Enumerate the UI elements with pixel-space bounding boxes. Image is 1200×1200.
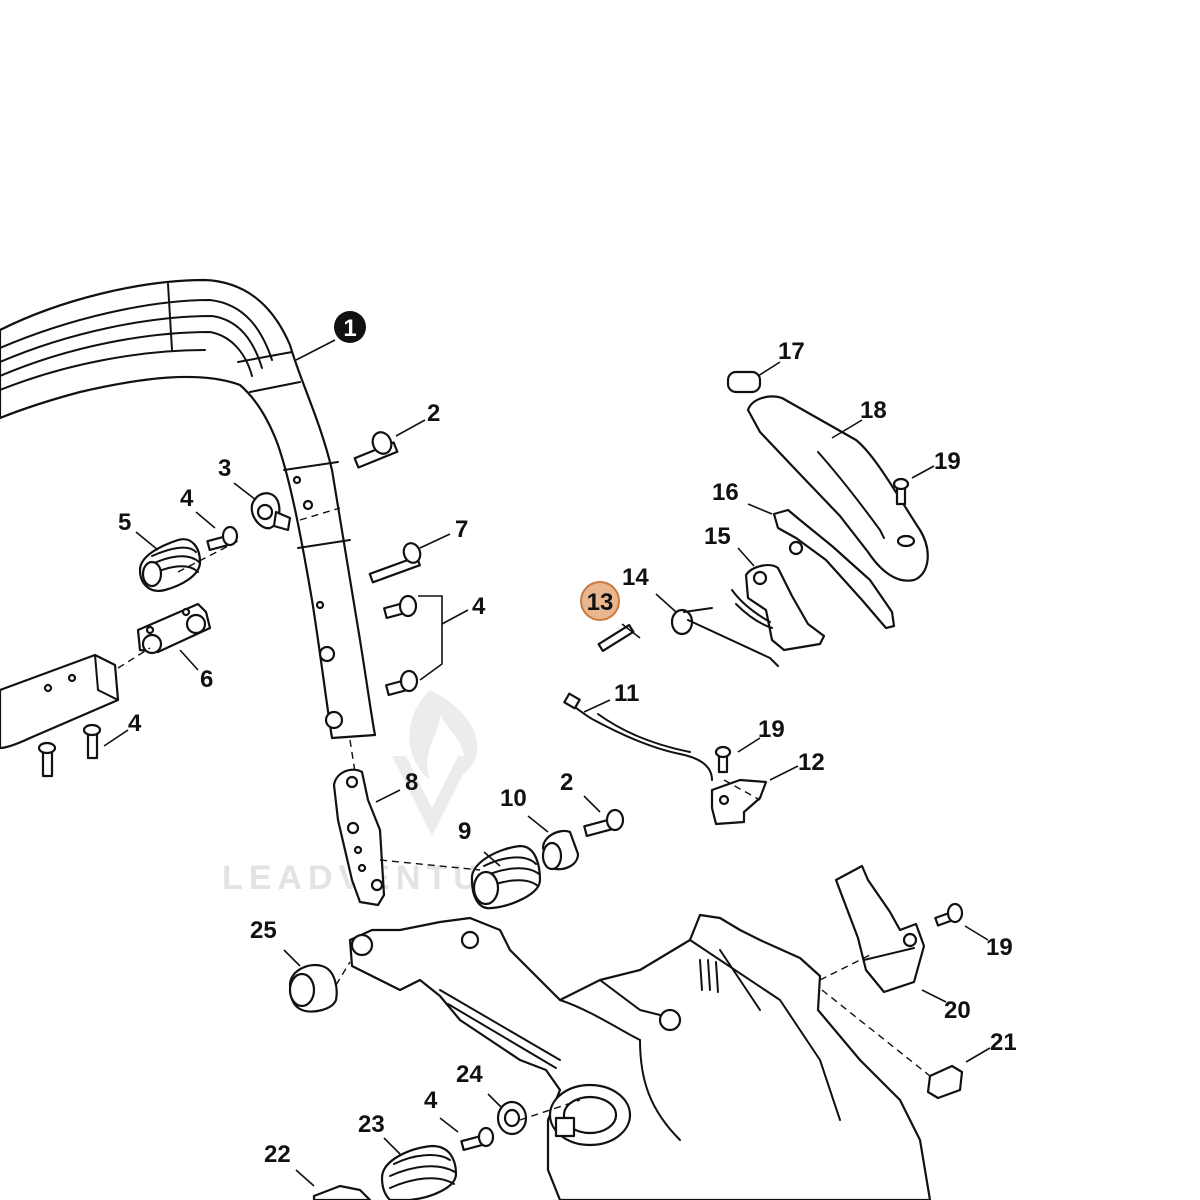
callout-2-middle[interactable]: 2 — [560, 769, 573, 796]
cover-20 — [834, 864, 926, 994]
callout-16[interactable]: 16 — [712, 479, 739, 506]
handlebar — [0, 278, 377, 740]
pin-13 — [597, 623, 635, 653]
bushing-25 — [288, 963, 338, 1013]
callout-19-b[interactable]: 19 — [758, 716, 785, 743]
callouts: 1 2 3 4 5 7 4 6 4 8 10 2 9 25 13 14 15 1… — [118, 311, 1017, 1168]
interlock-lever-16 — [772, 508, 896, 630]
torsion-spring-14 — [670, 607, 779, 667]
ring-24 — [496, 1100, 528, 1136]
callout-12[interactable]: 12 — [798, 749, 825, 776]
spring-9 — [470, 844, 542, 910]
throttle-trigger-15 — [731, 564, 826, 652]
callout-15[interactable]: 15 — [704, 523, 731, 550]
leader-lines — [103, 339, 991, 1187]
callout-1[interactable]: 1 — [334, 311, 366, 343]
callout-2-top[interactable]: 2 — [427, 400, 440, 427]
callout-13[interactable]: 13 — [580, 581, 620, 621]
screw-7 — [368, 542, 422, 584]
callout-10[interactable]: 10 — [500, 785, 527, 812]
callout-19-c[interactable]: 19 — [986, 934, 1013, 961]
part-22 — [312, 1184, 372, 1200]
callout-4-b[interactable]: 4 — [472, 593, 486, 620]
clip-3 — [250, 492, 292, 532]
bushing-10 — [541, 829, 580, 871]
callout-6[interactable]: 6 — [200, 666, 213, 693]
callout-9[interactable]: 9 — [458, 818, 471, 845]
callout-19-a[interactable]: 19 — [934, 448, 961, 475]
callout-14[interactable]: 14 — [622, 564, 649, 591]
screws-19 — [714, 477, 964, 927]
screw-2-top — [353, 431, 399, 469]
callout-21[interactable]: 21 — [990, 1029, 1017, 1056]
callout-7[interactable]: 7 — [455, 516, 468, 543]
screw-4-left — [206, 525, 239, 552]
spring-5 — [138, 538, 202, 592]
assembly-lines — [117, 507, 931, 1121]
screws-4-right — [383, 594, 419, 697]
cable-holder-12 — [710, 778, 768, 826]
watermark-v-icon — [392, 756, 472, 836]
callout-1-label: 1 — [343, 315, 356, 342]
plate-8 — [332, 768, 386, 907]
plug-17 — [726, 370, 762, 394]
bracket-6 — [136, 602, 212, 655]
callout-8[interactable]: 8 — [405, 769, 418, 796]
left-handle-tube — [0, 653, 120, 750]
callout-18[interactable]: 18 — [860, 397, 887, 424]
callout-4-d[interactable]: 4 — [424, 1087, 438, 1114]
callout-17[interactable]: 17 — [778, 338, 805, 365]
spring-23 — [380, 1144, 458, 1200]
throttle-cable-11 — [563, 692, 713, 781]
callout-5[interactable]: 5 — [118, 509, 131, 536]
callout-1-badge — [334, 311, 366, 343]
cap-21 — [926, 1064, 964, 1100]
callout-3[interactable]: 3 — [218, 455, 231, 482]
screw-4-bottom — [460, 1126, 495, 1152]
callout-13-label: 13 — [587, 589, 614, 616]
screws-4-bottom-left — [37, 723, 102, 778]
callout-24[interactable]: 24 — [456, 1061, 483, 1088]
callout-13-highlight — [580, 581, 620, 621]
engine-housing — [348, 913, 932, 1200]
callout-22[interactable]: 22 — [264, 1141, 291, 1168]
screw-2-middle — [583, 808, 625, 838]
watermark-flame-icon — [409, 690, 478, 780]
callout-4-a[interactable]: 4 — [180, 485, 194, 512]
callout-23[interactable]: 23 — [358, 1111, 385, 1138]
callout-20[interactable]: 20 — [944, 997, 971, 1024]
callout-25[interactable]: 25 — [250, 917, 277, 944]
callout-11[interactable]: 11 — [614, 680, 639, 707]
callout-4-c[interactable]: 4 — [128, 710, 142, 737]
handle-cover-18 — [746, 395, 929, 582]
